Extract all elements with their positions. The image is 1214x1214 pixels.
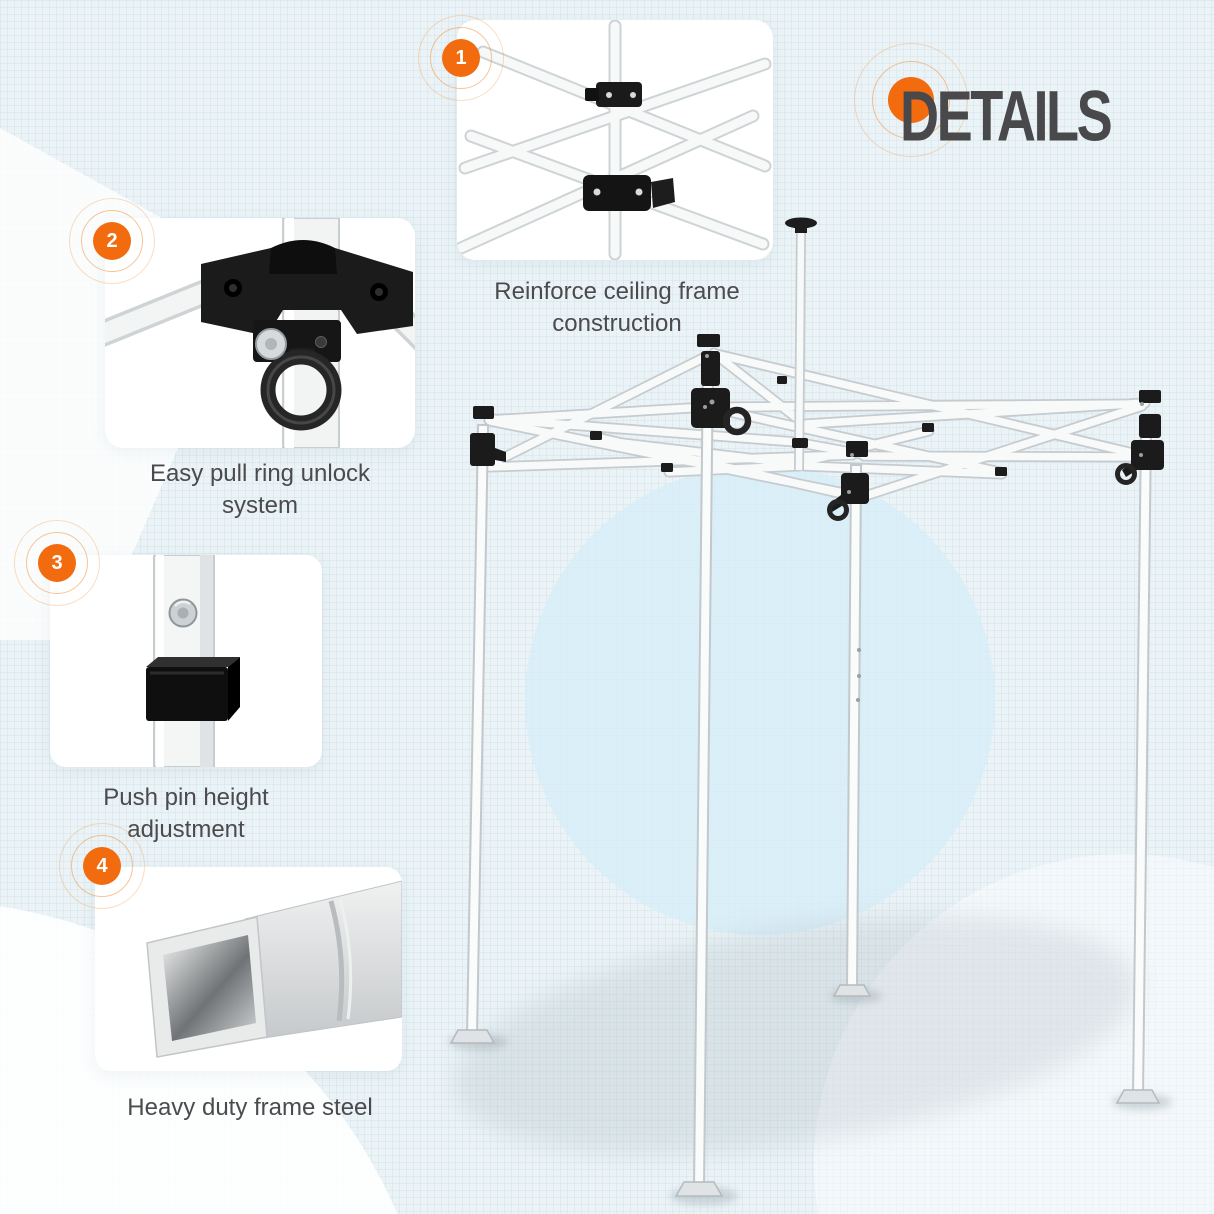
heading-orange-dot [888, 77, 934, 123]
pull-rings [722, 406, 1137, 521]
heading-title: DETAILS [900, 75, 1113, 156]
callout-number: 4 [96, 854, 108, 877]
callout-number: 3 [51, 551, 63, 574]
callout-badge-2: 2 [93, 222, 131, 260]
detail-photo-steel-tube [95, 867, 402, 1071]
corner-brackets [470, 334, 1164, 512]
square-steel-tube-image [146, 880, 402, 1058]
callout-number: 1 [455, 46, 467, 69]
center-peak-pole [785, 217, 817, 471]
ground-shadow [448, 915, 1172, 1205]
caption-pull-ring: Easy pull ring unlock system [149, 460, 371, 519]
detail-photo-pull-ring [105, 218, 415, 448]
roof-truss-bars [481, 347, 1151, 504]
callout-number: 2 [106, 229, 118, 252]
caption-ceiling-frame: Reinforce ceiling frame construction [494, 278, 740, 337]
ceiling-frame-crossbars-image [457, 20, 772, 260]
foot-plates [449, 984, 1161, 1197]
details-heading: DETAILS [854, 43, 1208, 178]
callout-badge-1: 1 [442, 39, 480, 77]
callout-badge-3: 3 [38, 544, 76, 582]
push-pin-image [146, 555, 240, 767]
truss-clamps [590, 354, 1144, 702]
callout-badge-4: 4 [83, 847, 121, 885]
canopy-legs [465, 353, 1153, 1195]
pull-ring-bracket-image [105, 218, 415, 448]
blue-circle-backdrop [525, 465, 995, 935]
caption-frame-steel: Heavy duty frame steel [127, 1094, 373, 1121]
detail-photo-push-pin [50, 555, 322, 767]
caption-push-pin: Push pin height adjustment [103, 784, 269, 843]
detail-photo-ceiling-frame [457, 20, 773, 260]
